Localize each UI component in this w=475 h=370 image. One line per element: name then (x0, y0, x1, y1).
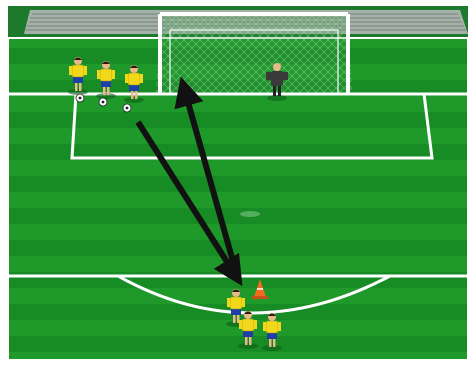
soccer-ball-icon (76, 94, 84, 102)
penalty-spot (240, 211, 260, 217)
soccer-ball-icon (123, 104, 131, 112)
goal-net-icon (156, 14, 352, 94)
soccer-ball-icon (99, 98, 107, 106)
